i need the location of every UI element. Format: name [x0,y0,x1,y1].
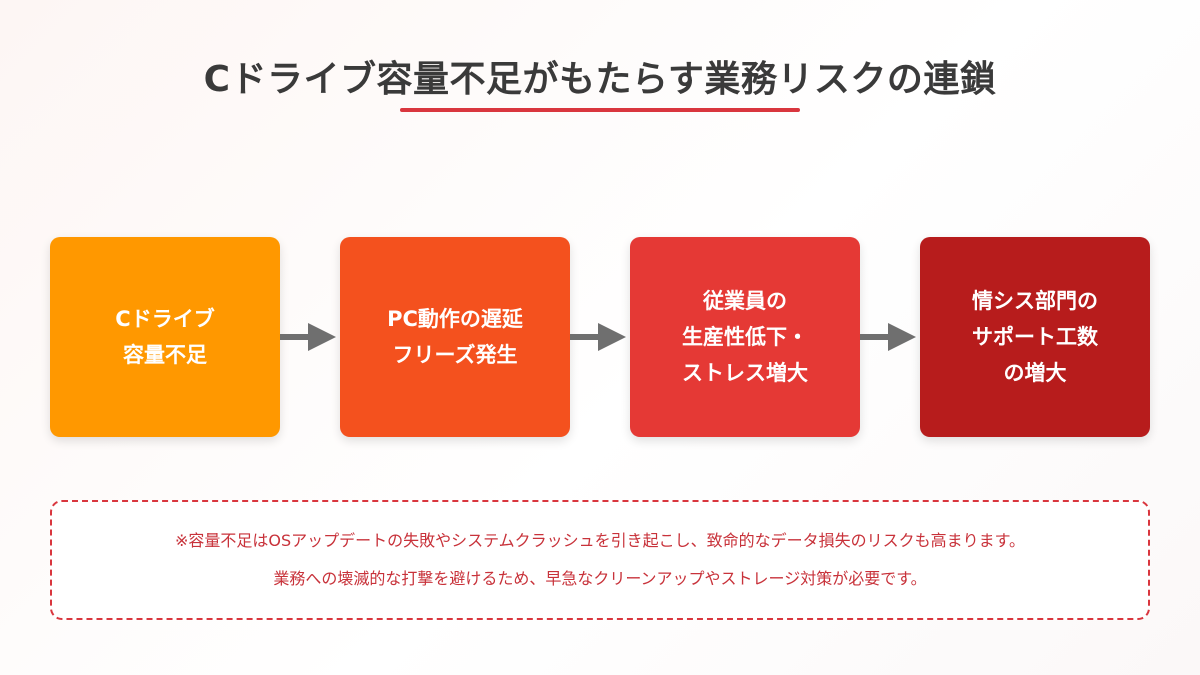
title-underline [400,108,800,112]
flow-step-label: 情シス部門の サポート工数 の増大 [972,289,1098,385]
flow-step-pc-slowdown: PC動作の遅延 フリーズ発生 [340,237,570,437]
risk-note-line: 業務への壊滅的な打撃を避けるため、早急なクリーンアップやストレージ対策が必要です… [273,569,927,588]
risk-note-line: ※容量不足はOSアップデートの失敗やシステムクラッシュを引き起こし、致命的なデー… [174,531,1026,550]
arrow-right-icon [860,323,916,351]
flow-step-label: 従業員の 生産性低下・ ストレス増大 [682,289,808,385]
arrow-right-icon [280,323,336,351]
flow-step-it-support-increase: 情シス部門の サポート工数 の増大 [920,237,1150,437]
flow-step-productivity-drop: 従業員の 生産性低下・ ストレス増大 [630,237,860,437]
risk-note-box: ※容量不足はOSアップデートの失敗やシステムクラッシュを引き起こし、致命的なデー… [50,500,1150,620]
arrow-right-icon [570,323,626,351]
flow-step-capacity-shortage: Cドライブ 容量不足 [50,237,280,437]
flow-step-label: PC動作の遅延 フリーズ発生 [387,307,523,367]
page-title: Cドライブ容量不足がもたらす業務リスクの連鎖 [203,59,997,100]
flow-step-label: Cドライブ 容量不足 [115,307,215,367]
